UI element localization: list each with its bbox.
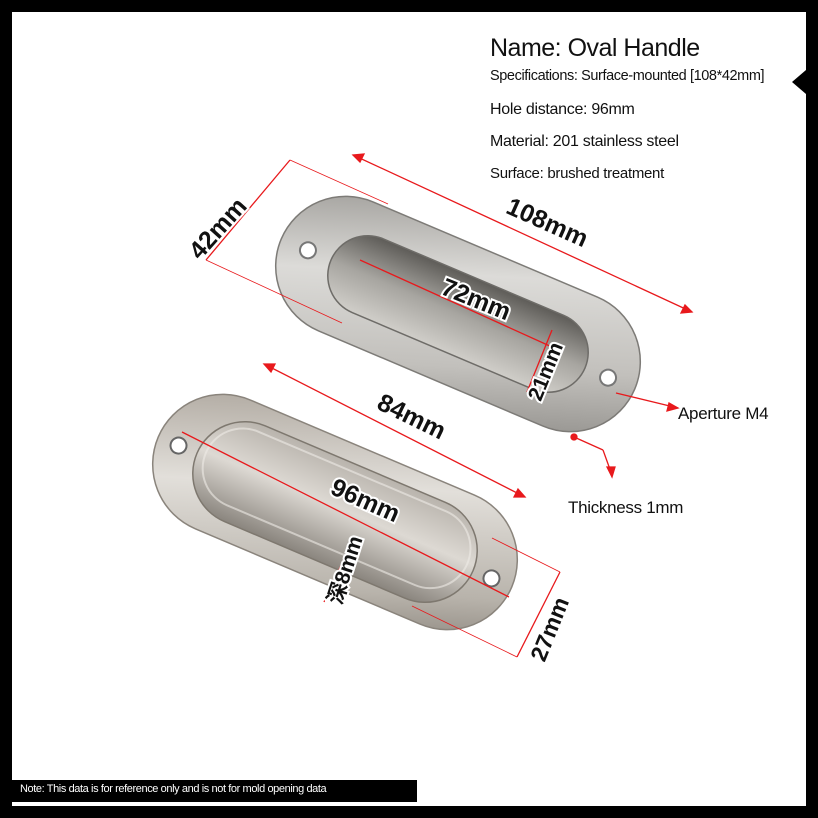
footnote-text: Note: This data is for reference only an…: [20, 783, 327, 795]
dim-label-42mm: 42mm: [183, 192, 252, 264]
aperture-callout: Aperture M4: [678, 404, 769, 423]
product-image-panel: 42mm 108mm 72mm 21mm 84mm 96mm 深8mm 27mm…: [12, 12, 806, 806]
dim-label-27mm: 27mm: [525, 593, 574, 664]
dim-label-84mm: 84mm: [373, 388, 450, 445]
footnote-bar: Note: This data is for reference only an…: [12, 780, 417, 802]
handle-illustration: 42mm 108mm 72mm 21mm 84mm 96mm 深8mm 27mm: [151, 153, 694, 667]
thickness-callout: Thickness 1mm: [568, 498, 684, 517]
bottom-handle: [151, 393, 519, 631]
product-material: Material: 201 stainless steel: [490, 133, 679, 150]
product-name: Name: Oval Handle: [490, 34, 700, 62]
dim-label-108mm: 108mm: [502, 192, 592, 253]
product-specifications: Specifications: Surface-mounted [108*42m…: [490, 68, 765, 84]
product-hole-distance: Hole distance: 96mm: [490, 101, 635, 118]
corner-marker: [792, 70, 806, 94]
product-surface: Surface: brushed treatment: [490, 165, 664, 182]
dimension-lines: [181, 153, 694, 658]
top-handle: [274, 195, 642, 433]
